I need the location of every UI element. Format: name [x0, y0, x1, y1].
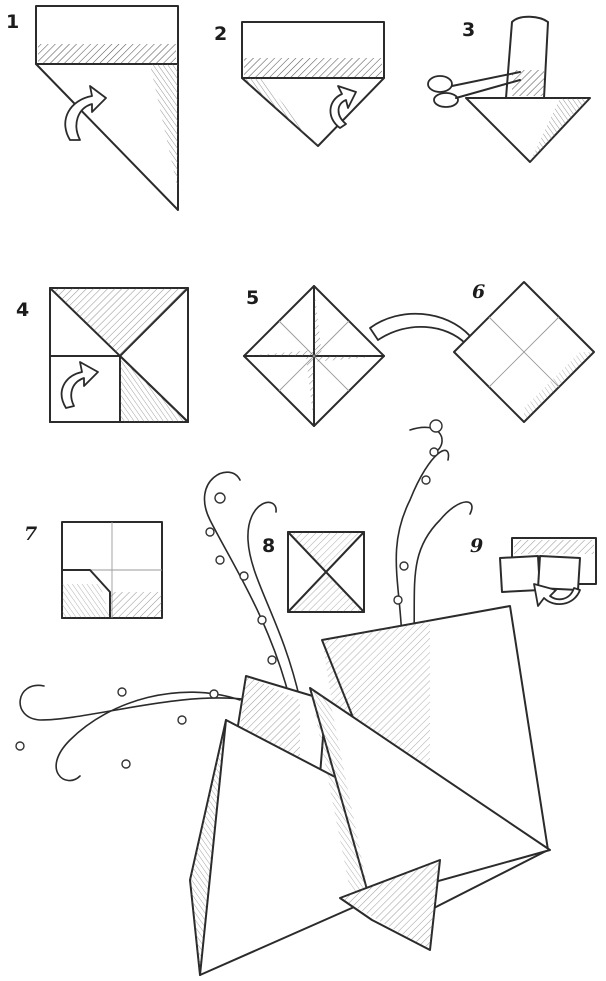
step-4-diagram: 4 [16, 288, 188, 422]
finished-fortune-teller [190, 606, 550, 975]
step-5-number: 5 [246, 287, 259, 309]
step-2-number: 2 [214, 23, 227, 45]
step-4-number: 4 [16, 299, 29, 321]
step-9-flap-right [538, 556, 580, 590]
step-3-strip-shade [512, 70, 544, 96]
step-2-shading [244, 58, 382, 78]
step-6-number: 6 [472, 281, 485, 303]
step-7-diagram: 7 [24, 522, 162, 618]
step-1-number: 1 [6, 11, 19, 33]
step-7-number: 7 [24, 523, 37, 545]
step-3-diagram: 3 [428, 17, 590, 162]
step-8-diagram: 8 [262, 532, 364, 612]
step-3-number: 3 [462, 19, 475, 41]
step-1-shading [38, 44, 176, 64]
step-2-diagram: 2 [214, 22, 384, 146]
step-8-number: 8 [262, 535, 275, 557]
step-9-diagram: 9 [470, 535, 596, 606]
step-6-diagram: 6 [454, 281, 594, 422]
step-9-number: 9 [470, 535, 483, 557]
step-5-diagram: 5 [244, 286, 384, 426]
step-1-diagram: 1 [6, 6, 178, 210]
